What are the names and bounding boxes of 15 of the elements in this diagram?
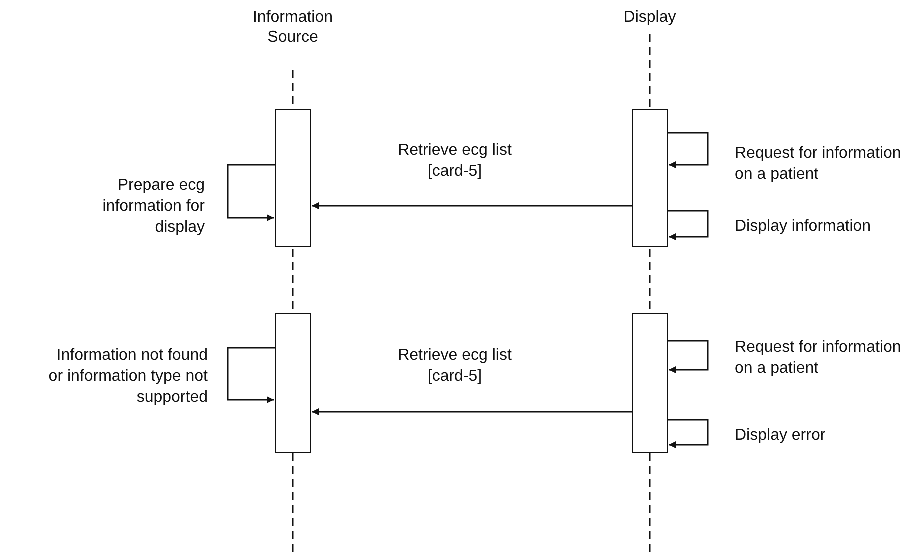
lifeline-header: Display xyxy=(610,8,690,32)
self-message-arrow xyxy=(227,164,275,222)
lifeline xyxy=(649,34,651,109)
self-message-arrow xyxy=(227,347,275,404)
self-message-arrow xyxy=(668,132,709,168)
self-message-arrow xyxy=(668,340,709,374)
self-message-arrow xyxy=(668,210,709,240)
activation-bar xyxy=(632,313,668,453)
message-arrow xyxy=(312,202,632,210)
self-message-arrow xyxy=(668,419,709,448)
activation-bar xyxy=(275,313,311,453)
activation-bar xyxy=(275,109,311,247)
lifeline-header: Information Source xyxy=(233,8,353,68)
activation-bar xyxy=(632,109,668,247)
message-arrow xyxy=(312,408,632,416)
